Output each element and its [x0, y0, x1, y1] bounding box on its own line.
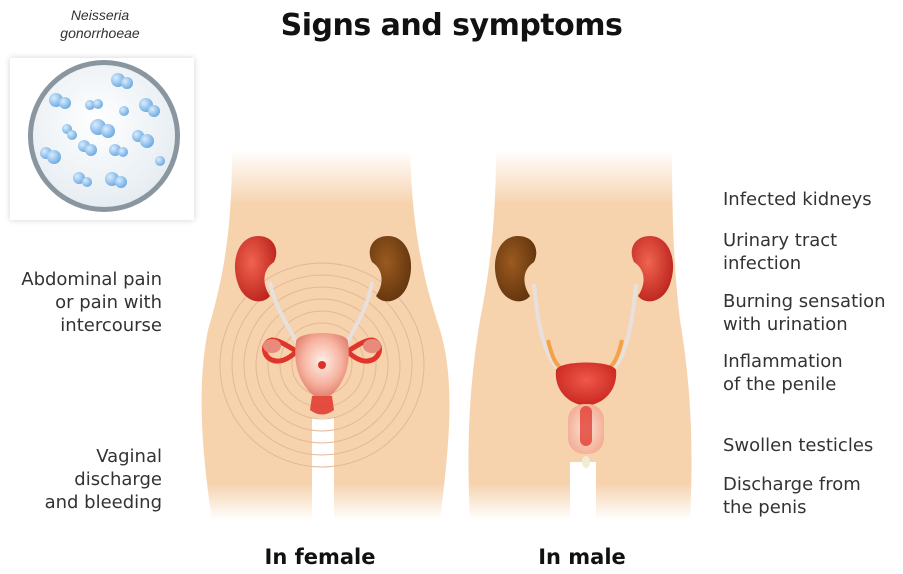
symptom-penile-inflammation: Inflammation of the penile	[723, 350, 901, 396]
bacterium-name: Neisseria gonorrhoeae	[40, 6, 160, 42]
left-fallopian-tube	[265, 340, 313, 361]
pain-center-dot	[318, 361, 326, 369]
male-kidney-infected	[632, 236, 673, 301]
caption-female: In female	[200, 545, 440, 569]
symptom-urinary-tract-infection: Urinary tract infection	[723, 229, 901, 275]
bacterium-name-line2: gonorrhoeae	[40, 24, 160, 42]
symptom-vaginal-discharge: Vaginal discharge and bleeding	[6, 445, 162, 514]
male-kidney-healthy	[495, 236, 536, 301]
uterus	[295, 333, 349, 396]
penis	[568, 404, 604, 454]
symptom-abdominal-pain: Abdominal pain or pain with intercourse	[6, 268, 162, 337]
female-reproductive-system	[263, 333, 381, 415]
right-fallopian-tube	[332, 340, 380, 361]
symptom-swollen-testicles: Swollen testicles	[723, 434, 901, 457]
female-kidney-infected	[235, 236, 276, 301]
petri-dish-panel	[10, 58, 194, 220]
petri-dish-illustration	[10, 58, 194, 220]
pain-rings	[220, 263, 424, 467]
female-urinary-system	[235, 236, 411, 350]
symptom-infected-kidneys: Infected kidneys	[723, 188, 901, 211]
discharge-drop	[582, 456, 590, 468]
bladder	[556, 363, 616, 407]
male-genitals	[568, 404, 604, 468]
female-torso	[202, 150, 450, 520]
bacterium-name-line1: Neisseria	[40, 6, 160, 24]
male-urinary-system	[495, 236, 673, 406]
symptom-burning-urination: Burning sensation with urination	[723, 290, 901, 336]
caption-male: In male	[462, 545, 702, 569]
male-torso	[468, 150, 691, 520]
symptom-penile-discharge: Discharge from the penis	[723, 473, 901, 519]
female-kidney-healthy	[370, 236, 411, 301]
